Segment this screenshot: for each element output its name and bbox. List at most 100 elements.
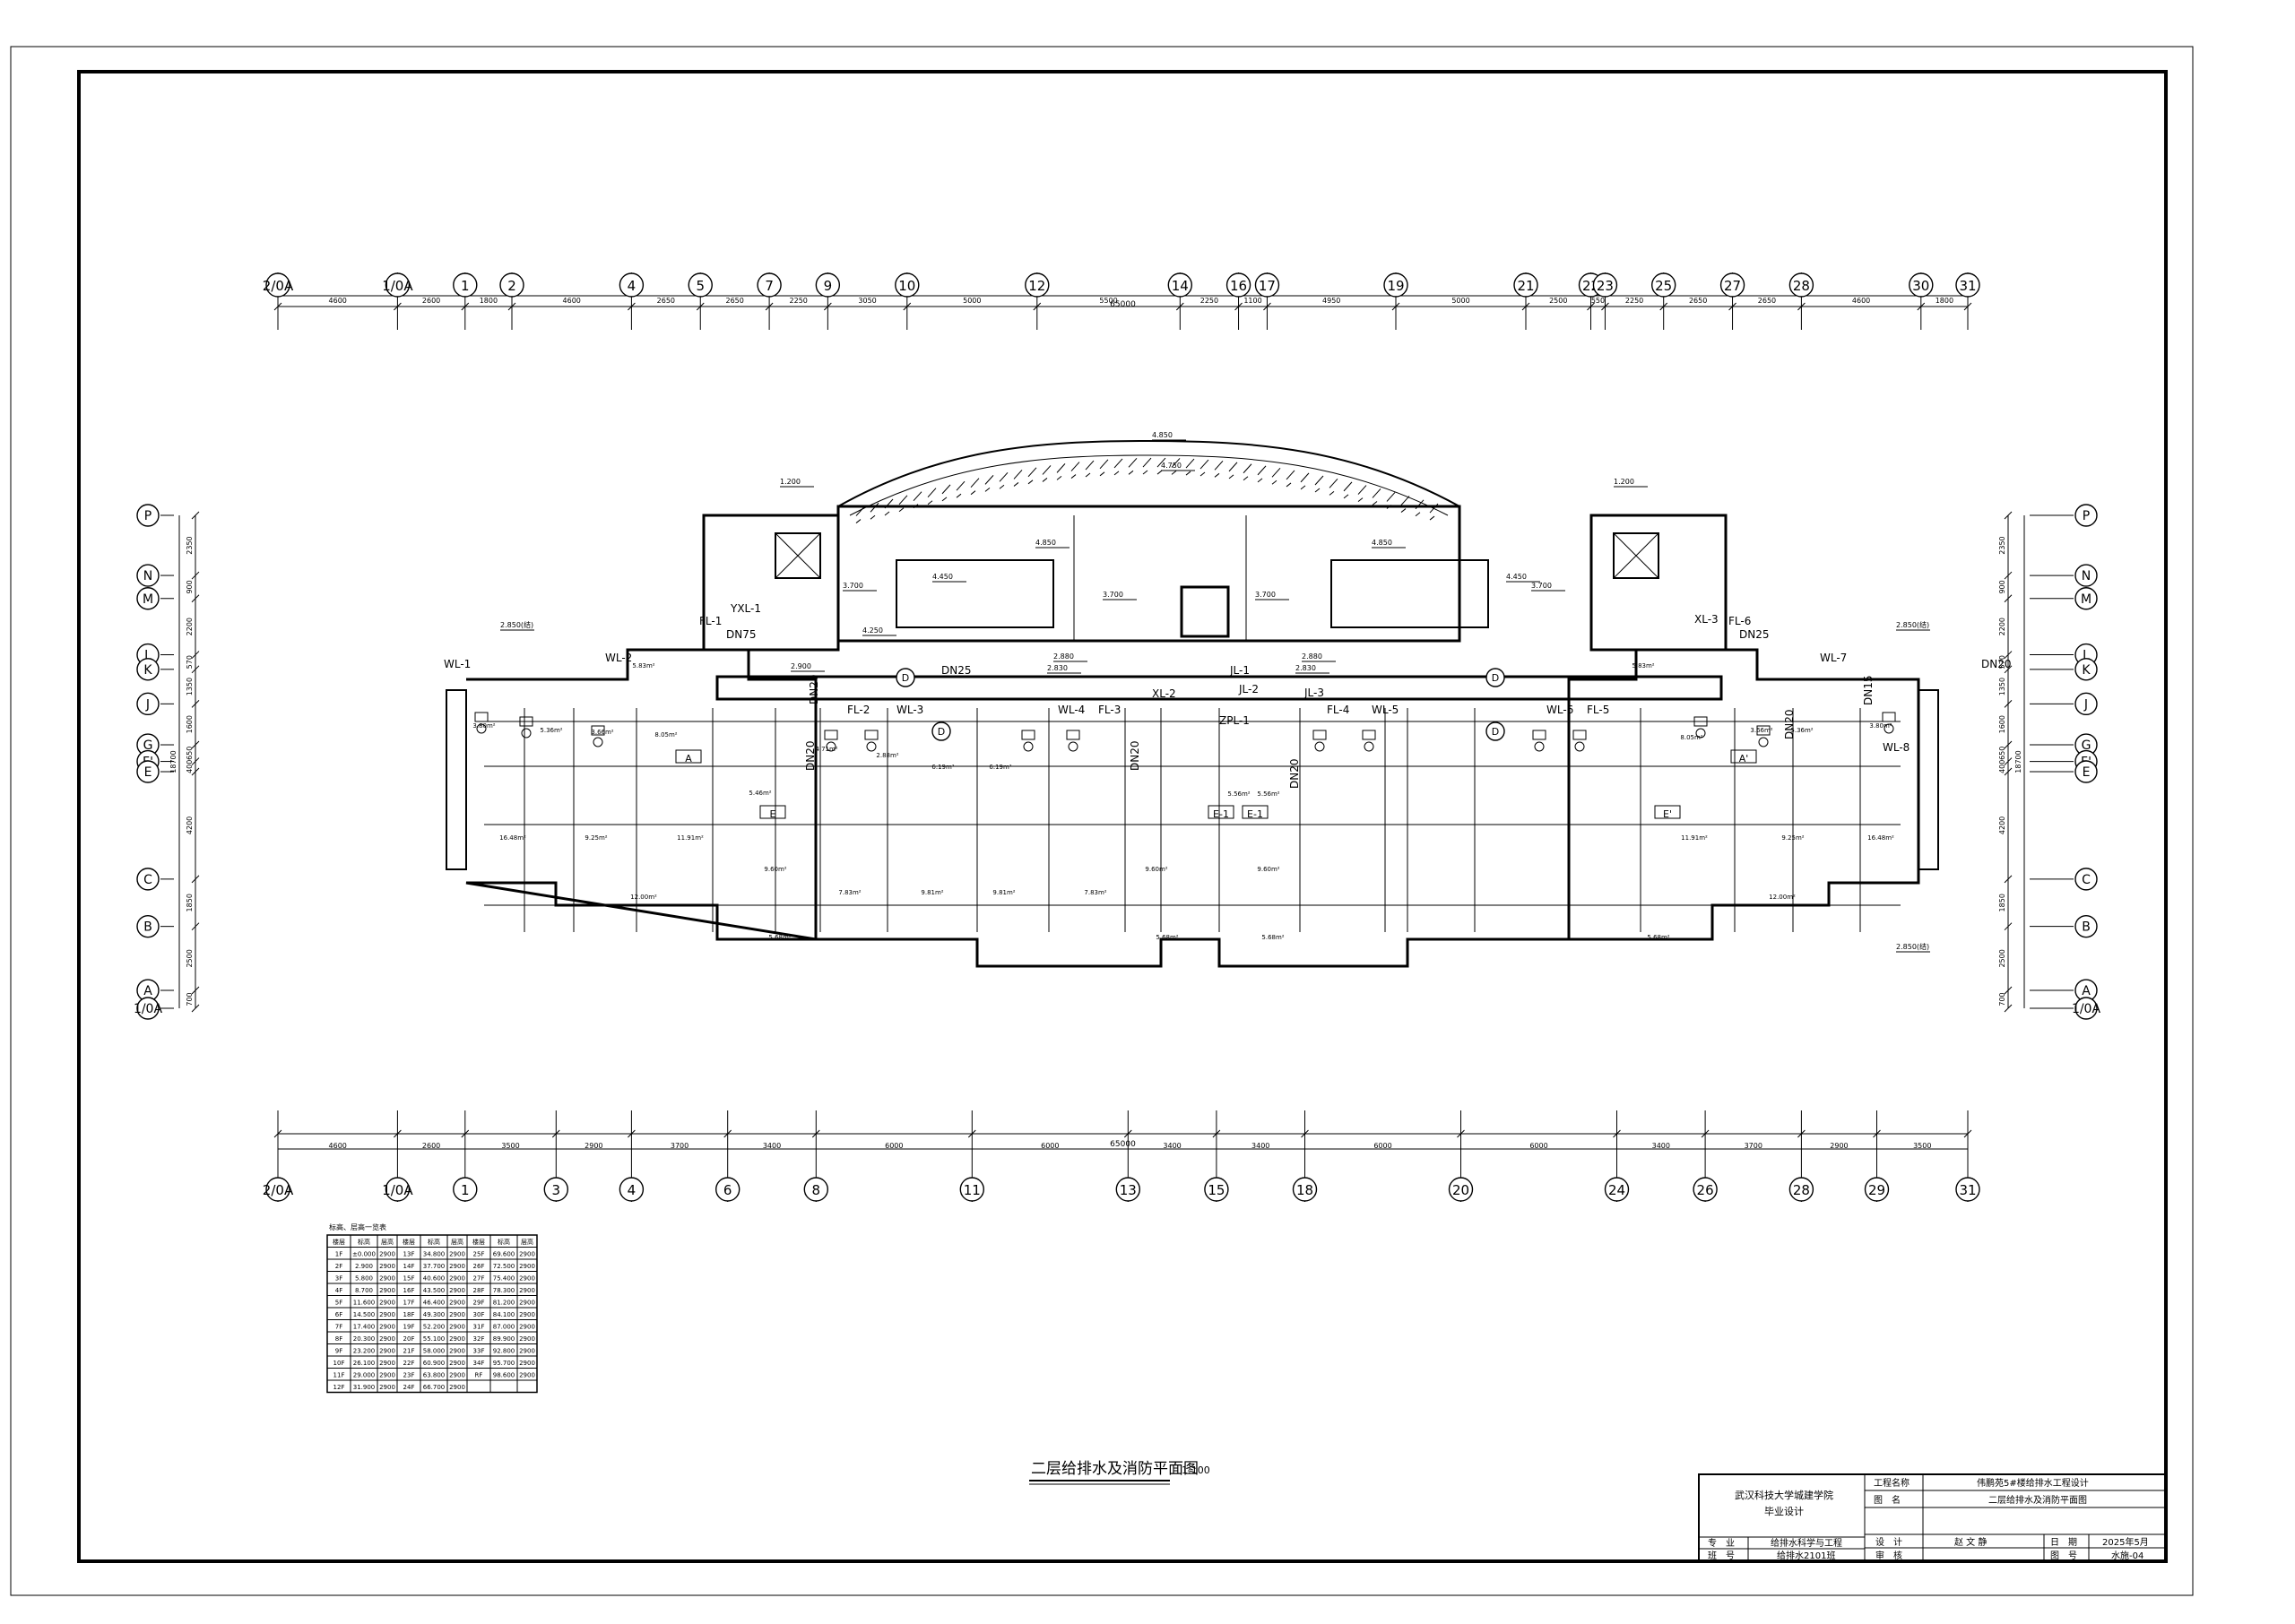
building-walls xyxy=(446,439,1939,968)
pipe-tag: FL-3 xyxy=(1098,704,1121,716)
table-cell: 2.900 xyxy=(355,1263,373,1270)
pipe-tag: DN25 xyxy=(941,664,972,677)
hatch-stroke xyxy=(1099,459,1109,470)
table-cell: 31.900 xyxy=(353,1384,376,1391)
table-cell: 10F xyxy=(333,1360,345,1367)
hatch-stroke xyxy=(984,475,994,485)
table-cell: 6F xyxy=(335,1311,342,1318)
hatch-stroke xyxy=(1343,481,1353,492)
toilet-fixture xyxy=(1882,712,1896,722)
class-label: 班 号 xyxy=(1708,1551,1735,1561)
span-dimension: 650 xyxy=(186,747,194,760)
table-cell: 8F xyxy=(335,1335,342,1343)
date-label: 日 期 xyxy=(2050,1537,2077,1548)
pipe-tag: DN20 xyxy=(808,675,820,705)
span-dimension: 2900 xyxy=(1830,1142,1848,1150)
hatch-stroke xyxy=(1329,479,1338,488)
dimension-tick xyxy=(507,302,516,311)
axis-label: B xyxy=(143,920,152,935)
building-outline-left xyxy=(465,881,817,941)
toilet-fixture xyxy=(1312,730,1327,740)
table-cell: 2900 xyxy=(379,1251,395,1258)
axis-label: 1/0A xyxy=(134,1002,163,1016)
pipe-tag: WL-4 xyxy=(1058,704,1085,716)
axis-bubble xyxy=(2074,692,2098,716)
room-area: 3.66m² xyxy=(591,729,613,736)
axis-label: 2/0A xyxy=(263,278,294,294)
table-cell: 5.800 xyxy=(355,1275,373,1283)
span-dimension: 570 xyxy=(186,655,194,669)
axis-bubble xyxy=(2074,868,2098,891)
span-dimension: 6000 xyxy=(1529,1142,1547,1150)
toilet-fixture xyxy=(1572,730,1587,740)
unit-box xyxy=(1208,805,1234,819)
axis-bubble xyxy=(265,272,290,298)
span-dimension: 1800 xyxy=(1936,297,1953,305)
hall-pool-right xyxy=(1330,559,1489,628)
axis-label: 16 xyxy=(1230,278,1247,294)
hatch-stroke xyxy=(956,480,966,491)
toilet-fixture xyxy=(824,730,838,740)
sink-fixture xyxy=(1068,741,1078,752)
table-cell: ±0.000 xyxy=(352,1251,376,1258)
date-value: 2025年5月 xyxy=(2102,1536,2149,1548)
table-cell: 29F xyxy=(473,1300,485,1307)
hatch-stroke xyxy=(1400,508,1407,513)
dimension-tick xyxy=(191,665,200,674)
span-dimension: 3700 xyxy=(1745,1142,1762,1150)
axis-label: 1/0A xyxy=(2072,1002,2101,1016)
axis-bubble xyxy=(1788,272,1814,298)
elevation-mark: 3.700 xyxy=(843,582,863,590)
table-cell: 22F xyxy=(403,1360,415,1367)
table-cell: 2900 xyxy=(379,1300,395,1307)
table-cell: 78.300 xyxy=(493,1287,515,1294)
elevation-mark: 4.450 xyxy=(932,573,953,581)
hatch-stroke xyxy=(1343,494,1349,499)
hatch-stroke xyxy=(1070,462,1080,471)
hatch-stroke xyxy=(1300,472,1310,483)
sink-fixture xyxy=(1364,741,1374,752)
span-dimension: 3400 xyxy=(1163,1142,1181,1150)
axis-label: M xyxy=(2081,592,2091,607)
elevation-mark: 2.850(结) xyxy=(1896,942,1929,951)
hatch-stroke xyxy=(941,497,948,502)
room-area: 5.83m² xyxy=(1632,662,1654,669)
dimension-tick xyxy=(1797,302,1806,311)
pipe-tag: WL-6 xyxy=(1546,704,1573,716)
axis-label: K xyxy=(2082,663,2091,678)
axis-bubble xyxy=(136,658,160,681)
stair-tower-left xyxy=(702,514,840,652)
table-header: 层高 xyxy=(381,1238,394,1246)
table-header: 层高 xyxy=(521,1238,533,1246)
axis-bubble xyxy=(136,504,160,527)
table-cell: 3F xyxy=(335,1275,342,1283)
span-dimension: 900 xyxy=(1998,580,2006,593)
axis-label: 1/0A xyxy=(382,278,413,294)
axis-label: 14 xyxy=(1172,278,1189,294)
elevation-mark: 2.880 xyxy=(1053,652,1074,661)
table-cell: 27F xyxy=(473,1275,485,1283)
elevation-mark: 1.200 xyxy=(780,478,801,486)
pipe-tag: DN20 xyxy=(1783,710,1796,740)
span-dimension: 2500 xyxy=(186,949,194,967)
dimension-tick xyxy=(1301,1129,1309,1138)
hatch-stroke xyxy=(1128,470,1134,475)
axis-label: 23 xyxy=(1597,278,1614,294)
unit-bubble xyxy=(1485,721,1505,741)
room-area: 9.81m² xyxy=(992,889,1015,896)
axis-bubble xyxy=(136,587,160,610)
pipe-tag: FL-2 xyxy=(847,704,870,716)
dimension-tick xyxy=(811,1129,820,1138)
dimension-tick xyxy=(1457,1129,1465,1138)
unit-bubble xyxy=(896,668,915,687)
elevation-mark: 2.850(结) xyxy=(500,620,533,629)
table-cell: 89.900 xyxy=(493,1335,515,1343)
room-area: 2.88m² xyxy=(876,752,898,759)
hatch-stroke xyxy=(898,507,905,513)
pipe-tag: DN25 xyxy=(1739,628,1770,641)
dimension-tick xyxy=(191,1004,200,1013)
table-cell: 2900 xyxy=(519,1348,535,1355)
hatch-stroke xyxy=(1199,471,1206,477)
room-area: 5.83m² xyxy=(632,662,654,669)
